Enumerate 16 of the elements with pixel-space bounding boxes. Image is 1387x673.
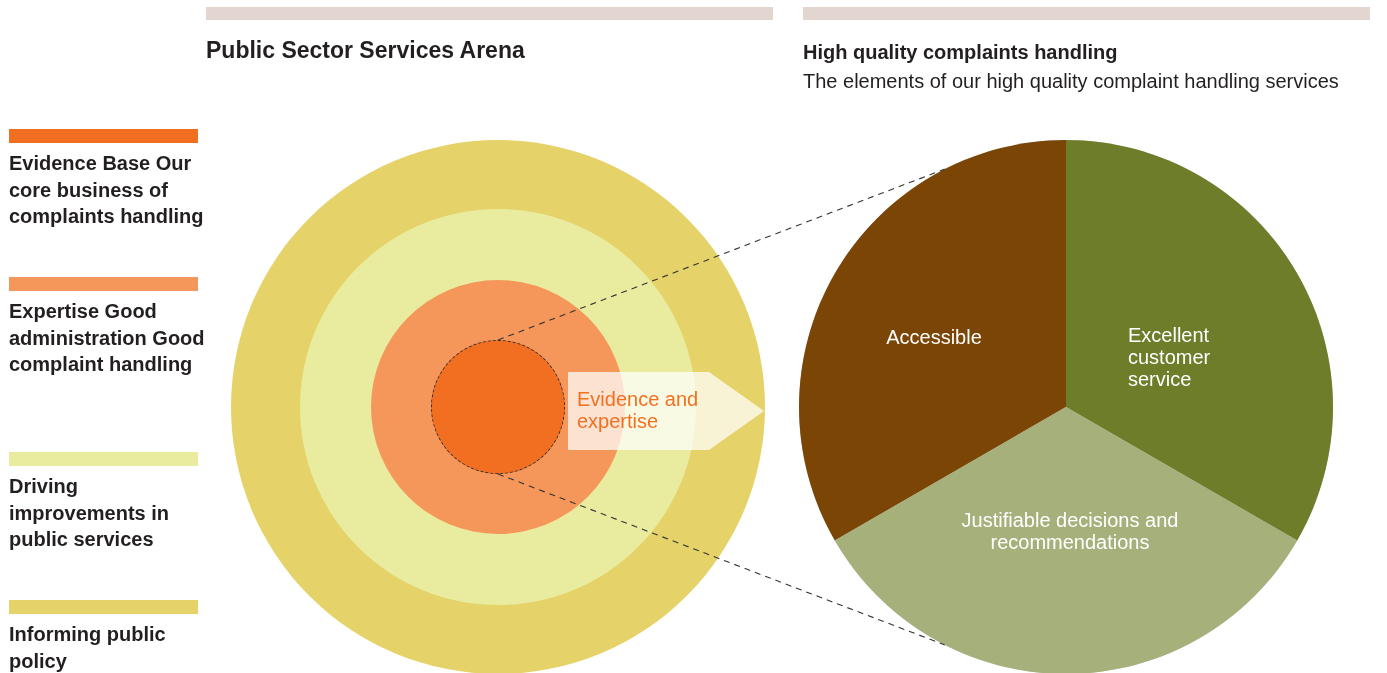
legend-text: Informing public policy (9, 622, 167, 673)
connector-line (497, 473, 946, 646)
pie-slice (835, 407, 1297, 673)
arrow-label: Evidence and expertise (577, 388, 700, 432)
arrow-shape (568, 372, 764, 450)
section-heading: High quality complaints handling (803, 41, 1118, 64)
slice-label: Excellent customer service (1128, 324, 1212, 390)
subtitle: The elements of our high quality complaint handling services (803, 70, 1339, 93)
section-heading: Public Sector Services Arena (206, 37, 525, 64)
connector-line (497, 168, 946, 341)
legend-text: Driving improvements in public services (9, 474, 171, 552)
slice-label: Justifiable decisions and recommendations (960, 509, 1180, 553)
legend-text: Expertise Good administration Good complaint handling (9, 299, 206, 377)
legend-text: Evidence Base Our core business of complaints handling (9, 151, 205, 229)
pie-chart (799, 140, 1333, 673)
slice-label: Accessible (885, 326, 983, 348)
